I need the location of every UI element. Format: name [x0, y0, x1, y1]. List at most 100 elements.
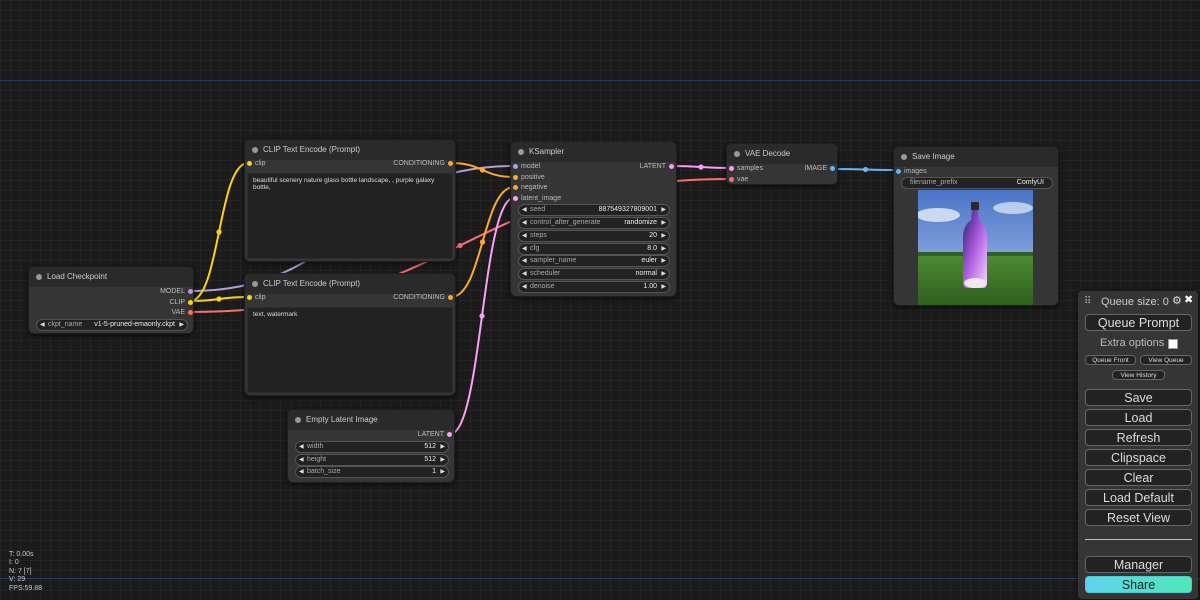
left-arrow-icon[interactable]: ◀	[299, 469, 304, 475]
right-arrow-icon[interactable]: ▶	[440, 457, 445, 463]
port-dot[interactable]	[448, 295, 453, 300]
node-title[interactable]: CLIP Text Encode (Prompt)	[245, 274, 455, 294]
filename-prefix-text-widget[interactable]: filename_prefix ComfyUI	[901, 177, 1053, 189]
ckpt-name-combo[interactable]: ◀ ckpt_name v1-5-pruned-emaonly.ckpt ▶	[36, 319, 188, 331]
output-vae[interactable]: VAE	[172, 308, 193, 318]
left-arrow-icon[interactable]: ◀	[522, 258, 527, 264]
load-default-button[interactable]: Load Default	[1085, 489, 1192, 506]
link-latent-image-midpoint[interactable]	[479, 313, 485, 319]
port-dot[interactable]	[830, 166, 835, 171]
load-checkpoint-node[interactable]: Load Checkpoint MODEL CLIP VAE ◀ ckpt_na…	[28, 266, 194, 334]
output-model[interactable]: MODEL	[160, 287, 193, 297]
right-arrow-icon[interactable]: ▶	[661, 220, 666, 226]
left-arrow-icon[interactable]: ◀	[522, 271, 527, 277]
output-latent[interactable]: LATENT	[640, 162, 674, 172]
node-title[interactable]: KSampler	[511, 142, 676, 162]
input-clip[interactable]: clip	[247, 159, 266, 169]
input-samples[interactable]: samples	[729, 164, 763, 174]
drag-handle-icon[interactable]: ⠿	[1084, 296, 1092, 307]
close-icon[interactable]: ✖	[1184, 294, 1194, 306]
collapse-dot[interactable]	[252, 147, 258, 153]
link-vae-midpoint[interactable]	[457, 242, 463, 249]
right-arrow-icon[interactable]: ▶	[661, 284, 666, 290]
link-conditioning-negative-midpoint[interactable]	[479, 239, 486, 245]
right-arrow-icon[interactable]: ▶	[661, 258, 666, 264]
view-queue-button[interactable]: View Queue	[1140, 355, 1192, 365]
collapse-dot[interactable]	[734, 151, 740, 157]
vae-decode-node[interactable]: VAE Decode samples vae IMAGE	[726, 143, 838, 185]
node-title[interactable]: Load Checkpoint	[29, 267, 193, 287]
input-positive[interactable]: positive	[513, 173, 545, 183]
generated-image-preview[interactable]	[918, 190, 1033, 305]
load-button[interactable]: Load	[1085, 409, 1192, 426]
left-arrow-icon[interactable]: ◀	[522, 207, 527, 213]
link-conditioning-positive-midpoint[interactable]	[479, 167, 486, 173]
extra-options-checkbox[interactable]	[1168, 339, 1178, 349]
input-vae[interactable]: vae	[729, 175, 748, 185]
link-clip-negative-midpoint[interactable]	[216, 296, 222, 302]
output-conditioning[interactable]: CONDITIONING	[393, 293, 453, 303]
right-arrow-icon[interactable]: ▶	[661, 246, 666, 252]
reset-view-button[interactable]: Reset View	[1085, 509, 1192, 526]
prompt-textarea[interactable]: text, watermark	[247, 307, 453, 393]
output-image[interactable]: IMAGE	[804, 164, 835, 174]
left-arrow-icon[interactable]: ◀	[522, 284, 527, 290]
port-dot[interactable]	[669, 164, 674, 169]
input-latent-image[interactable]: latent_image	[513, 194, 561, 204]
queue-prompt-button[interactable]: Queue Prompt	[1085, 314, 1192, 331]
port-dot[interactable]	[896, 169, 901, 174]
node-title[interactable]: VAE Decode	[727, 144, 837, 164]
left-arrow-icon[interactable]: ◀	[522, 233, 527, 239]
gear-icon[interactable]: ⚙	[1172, 295, 1182, 307]
output-latent[interactable]: LATENT	[418, 430, 452, 440]
right-arrow-icon[interactable]: ▶	[661, 271, 666, 277]
right-arrow-icon[interactable]: ▶	[661, 233, 666, 239]
save-image-node[interactable]: Save Image images filename_prefix ComfyU…	[893, 146, 1059, 306]
node-title[interactable]: CLIP Text Encode (Prompt)	[245, 140, 455, 160]
node-title[interactable]: Save Image	[894, 147, 1058, 167]
ksampler-node[interactable]: KSampler model positive negative latent_…	[510, 141, 677, 297]
right-arrow-icon[interactable]: ▶	[440, 469, 445, 475]
link-latent-samples-midpoint[interactable]	[698, 164, 704, 170]
left-arrow-icon[interactable]: ◀	[40, 322, 45, 328]
node-title[interactable]: Empty Latent Image	[288, 410, 454, 430]
save-button[interactable]: Save	[1085, 389, 1192, 406]
clip-text-encode-negative-node[interactable]: CLIP Text Encode (Prompt) clip CONDITION…	[244, 273, 456, 396]
port-dot[interactable]	[729, 166, 734, 171]
port-dot[interactable]	[188, 300, 193, 305]
left-arrow-icon[interactable]: ◀	[522, 220, 527, 226]
clipspace-button[interactable]: Clipspace	[1085, 449, 1192, 466]
collapse-dot[interactable]	[901, 154, 907, 160]
port-dot[interactable]	[188, 289, 193, 294]
port-dot[interactable]	[513, 196, 518, 201]
port-dot[interactable]	[513, 175, 518, 180]
left-arrow-icon[interactable]: ◀	[299, 444, 304, 450]
refresh-button[interactable]: Refresh	[1085, 429, 1192, 446]
port-dot[interactable]	[513, 164, 518, 169]
clear-button[interactable]: Clear	[1085, 469, 1192, 486]
manager-button[interactable]: Manager	[1085, 556, 1192, 573]
left-arrow-icon[interactable]: ◀	[522, 246, 527, 252]
left-arrow-icon[interactable]: ◀	[299, 457, 304, 463]
input-model[interactable]: model	[513, 162, 540, 172]
port-dot[interactable]	[448, 161, 453, 166]
port-dot[interactable]	[513, 185, 518, 190]
port-dot[interactable]	[729, 177, 734, 182]
output-conditioning[interactable]: CONDITIONING	[393, 159, 453, 169]
right-arrow-icon[interactable]: ▶	[179, 322, 184, 328]
port-dot[interactable]	[188, 310, 193, 315]
collapse-dot[interactable]	[252, 281, 258, 287]
collapse-dot[interactable]	[295, 417, 301, 423]
